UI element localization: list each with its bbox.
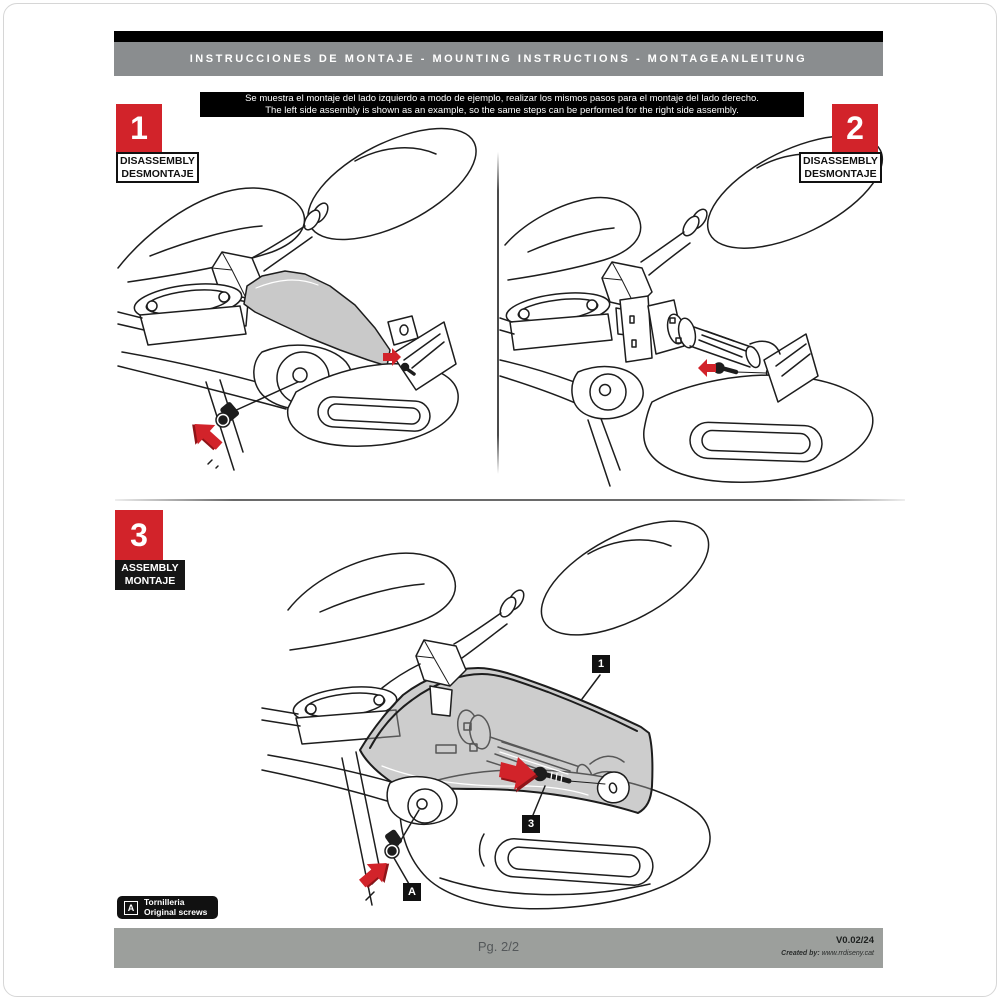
step-1-label-line1: DISASSEMBLY bbox=[120, 154, 195, 167]
master-cylinder bbox=[261, 686, 401, 745]
version-label: V0.02/24 bbox=[835, 935, 874, 946]
step-2-label: DISASSEMBLY DESMONTAJE bbox=[799, 152, 882, 183]
header-title-bar: INSTRUCCIONES DE MONTAJE - MOUNTING INST… bbox=[114, 42, 883, 76]
diagram-step-1 bbox=[117, 127, 477, 471]
header-top-strip bbox=[114, 31, 883, 42]
diagram-step-2 bbox=[499, 135, 884, 487]
handguard bbox=[286, 315, 459, 447]
mirror bbox=[307, 127, 477, 241]
master-cylinder bbox=[117, 283, 247, 346]
mirror bbox=[540, 520, 710, 636]
diagram-step-3 bbox=[261, 520, 711, 910]
page-border bbox=[3, 3, 997, 997]
legend-a-icon: A bbox=[124, 900, 138, 915]
step-2-label-line2: DESMONTAJE bbox=[804, 167, 877, 180]
step-1-number: 1 bbox=[116, 104, 162, 152]
footer-bar: Pg. 2/2 V0.02/24 Created by: www.rrdisen… bbox=[114, 928, 883, 968]
front-cowl bbox=[117, 187, 306, 283]
step-1-label: DISASSEMBLY DESMONTAJE bbox=[116, 152, 199, 183]
legend-line1: Tornilleria bbox=[144, 897, 185, 907]
step-3-label: ASSEMBLY MONTAJE bbox=[115, 560, 185, 590]
credit-label: Created by: bbox=[781, 950, 820, 957]
pivot bbox=[571, 365, 644, 420]
mirror-mount-front bbox=[381, 639, 467, 717]
callout-original-screw-A: A bbox=[403, 883, 421, 901]
legend-line2: Original screws bbox=[144, 906, 208, 917]
front-cowl bbox=[287, 552, 457, 651]
red-arrow-side bbox=[383, 348, 401, 366]
screw-lower bbox=[384, 674, 601, 885]
step-3-label-line2: MONTAJE bbox=[124, 575, 176, 587]
notice-banner: Se muestra el montaje del lado izquierdo… bbox=[200, 92, 804, 117]
page-title: INSTRUCCIONES DE MONTAJE - MOUNTING INST… bbox=[189, 53, 808, 65]
callout-screw-3: 3 bbox=[522, 815, 540, 833]
bar-end-mount bbox=[596, 771, 630, 804]
red-arrow-left bbox=[698, 359, 716, 377]
front-cowl bbox=[504, 196, 642, 281]
step-3-label-line1: ASSEMBLY bbox=[121, 562, 179, 574]
legend-original-screws: A Tornilleria Original screws bbox=[117, 896, 218, 919]
mirror-stalk bbox=[453, 589, 525, 659]
screw-lower bbox=[207, 381, 299, 469]
notice-line-en: The left side assembly is shown as an ex… bbox=[265, 104, 739, 116]
screw-side bbox=[400, 362, 416, 376]
callout-part-1: 1 bbox=[592, 655, 610, 673]
handguard bbox=[643, 333, 874, 483]
credit-line: Created by: www.rrdiseny.cat bbox=[781, 950, 874, 957]
handguard bbox=[398, 768, 711, 910]
step-1-label-line2: DESMONTAJE bbox=[121, 167, 194, 180]
red-arrow-mid bbox=[499, 757, 538, 793]
throttle bbox=[435, 709, 492, 754]
master-cylinder bbox=[499, 292, 613, 351]
page-number: Pg. 2/2 bbox=[477, 939, 520, 954]
credit-url: www.rrdiseny.cat bbox=[821, 950, 874, 957]
step-2-label-line1: DISASSEMBLY bbox=[803, 154, 878, 167]
red-arrow-up bbox=[358, 863, 390, 888]
step-2-number: 2 bbox=[832, 104, 878, 152]
notice-line-es: Se muestra el montaje del lado izquierdo… bbox=[245, 93, 759, 104]
panel-divider-horizontal bbox=[115, 499, 905, 501]
screw-side bbox=[713, 362, 767, 375]
red-arrow-down bbox=[192, 423, 223, 451]
throttle bbox=[666, 313, 697, 349]
pivot bbox=[386, 775, 458, 825]
panel-divider-vertical bbox=[497, 152, 499, 474]
step-3-number: 3 bbox=[115, 510, 163, 560]
